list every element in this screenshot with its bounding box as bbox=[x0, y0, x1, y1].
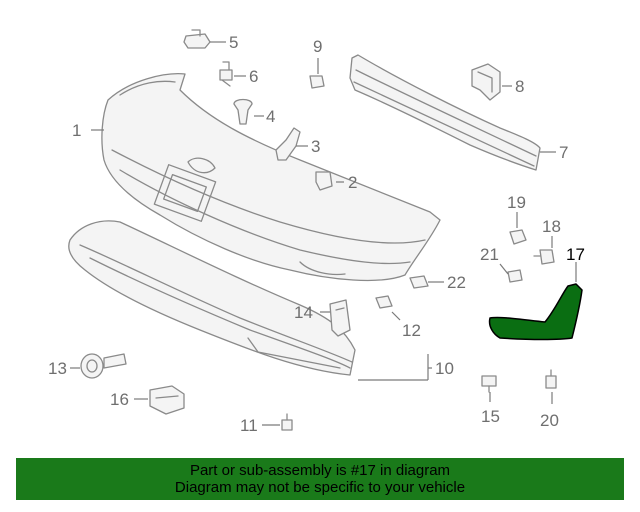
banner-line-1: Part or sub-assembly is #17 in diagram bbox=[189, 462, 451, 479]
lower-absorber-part bbox=[68, 220, 356, 376]
callout-15[interactable]: 15 bbox=[481, 407, 500, 426]
leader-lines bbox=[70, 41, 577, 426]
bolt-6-part bbox=[219, 61, 233, 87]
clip-19-part bbox=[509, 229, 527, 245]
callout-14[interactable]: 14 bbox=[294, 303, 313, 322]
callout-1[interactable]: 1 bbox=[72, 121, 81, 140]
callout-2[interactable]: 2 bbox=[348, 173, 357, 192]
callout-8[interactable]: 8 bbox=[515, 77, 524, 96]
info-banner: Part or sub-assembly is #17 in diagram D… bbox=[16, 458, 624, 500]
nut-22-part bbox=[409, 275, 429, 289]
callout-16[interactable]: 16 bbox=[110, 390, 129, 409]
bolt-15-part bbox=[481, 375, 497, 393]
clip-21-part bbox=[507, 269, 523, 283]
callout-21[interactable]: 21 bbox=[480, 245, 499, 264]
nut-2-part bbox=[315, 171, 333, 191]
callout-7[interactable]: 7 bbox=[559, 143, 568, 162]
bracket-3-part bbox=[275, 127, 301, 161]
callout-19[interactable]: 19 bbox=[507, 193, 526, 212]
callout-9[interactable]: 9 bbox=[313, 37, 322, 56]
reinforcement-bar-part bbox=[349, 54, 541, 171]
bolt-18-part bbox=[533, 249, 555, 265]
bracket-16-part bbox=[149, 385, 185, 415]
bolt-11-part bbox=[281, 413, 293, 431]
bracket-8-part bbox=[471, 63, 501, 101]
callout-labels: 1 2 3 4 5 6 7 8 9 10 11 12 13 14 15 16 1… bbox=[48, 33, 585, 435]
callout-4[interactable]: 4 bbox=[266, 107, 275, 126]
callout-12[interactable]: 12 bbox=[402, 321, 421, 340]
callout-18[interactable]: 18 bbox=[542, 217, 561, 236]
bumper-cover-part bbox=[101, 73, 441, 282]
bolt-20-part bbox=[545, 369, 557, 389]
callout-10[interactable]: 10 bbox=[435, 359, 454, 378]
callout-6[interactable]: 6 bbox=[249, 67, 258, 86]
clip-9-part bbox=[309, 75, 325, 89]
callout-3[interactable]: 3 bbox=[311, 137, 320, 156]
grommet-13-part bbox=[80, 353, 127, 379]
callout-22[interactable]: 22 bbox=[447, 273, 466, 292]
banner-line-2: Diagram may not be specific to your vehi… bbox=[174, 479, 466, 496]
callout-5[interactable]: 5 bbox=[229, 33, 238, 52]
callout-17[interactable]: 17 bbox=[566, 245, 585, 264]
clip-5-part bbox=[183, 29, 211, 49]
retainer-4-part bbox=[233, 98, 253, 125]
highlighted-part-17[interactable] bbox=[488, 283, 583, 341]
callout-20[interactable]: 20 bbox=[540, 411, 559, 430]
callout-13[interactable]: 13 bbox=[48, 359, 67, 378]
bracket-14-part bbox=[329, 299, 351, 337]
clip-12-part bbox=[375, 295, 393, 309]
callout-11[interactable]: 11 bbox=[240, 416, 258, 435]
